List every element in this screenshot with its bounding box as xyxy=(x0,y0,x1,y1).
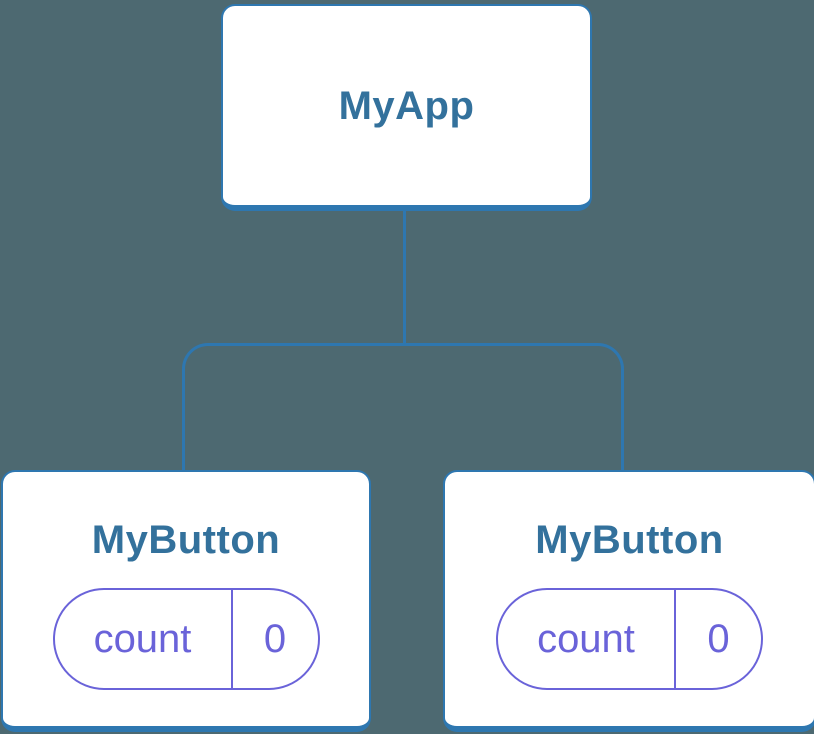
state-key-cell: count xyxy=(498,590,674,688)
node-mybutton-left-label: MyButton xyxy=(91,518,281,562)
connector-stem xyxy=(403,211,406,344)
state-key-label: count xyxy=(537,617,635,661)
state-value-cell: 0 xyxy=(674,590,761,688)
node-mybutton-left: MyButton count 0 xyxy=(1,470,371,732)
node-mybutton-right-label: MyButton xyxy=(535,518,724,562)
node-myapp-label: MyApp xyxy=(338,83,475,128)
node-mybutton-right: MyButton count 0 xyxy=(443,470,814,732)
state-value-label: 0 xyxy=(263,617,287,661)
state-key-label: count xyxy=(93,617,192,661)
state-pill-right: count 0 xyxy=(496,588,763,690)
state-value-cell: 0 xyxy=(230,590,318,688)
node-myapp: MyApp xyxy=(221,4,592,211)
state-key-cell: count xyxy=(55,590,231,688)
connector-bracket xyxy=(182,343,624,471)
state-pill-left: count 0 xyxy=(52,588,320,690)
state-value-label: 0 xyxy=(707,617,730,661)
